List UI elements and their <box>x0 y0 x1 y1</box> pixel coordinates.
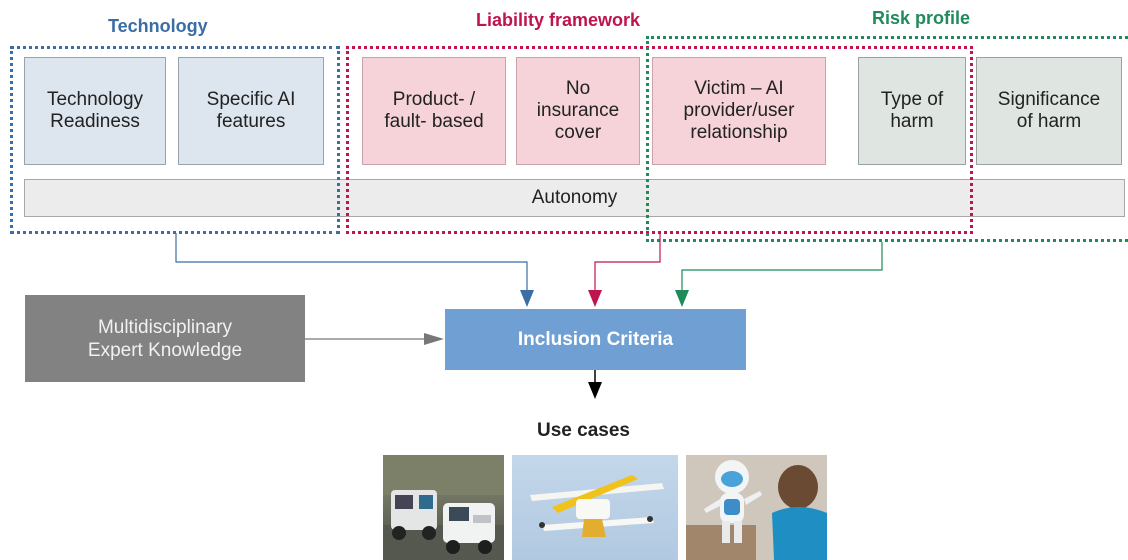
liability-framework-title: Liability framework <box>476 10 641 30</box>
humanoid-robot-image <box>686 455 827 560</box>
product-fault-based-box: Product- / fault- based <box>362 57 506 165</box>
type-of-harm-box: Type of harm <box>858 57 966 165</box>
street-sweeper-image <box>383 455 504 560</box>
technology-readiness-box: Technology Readiness <box>24 57 166 165</box>
risk-group-outline <box>646 36 1128 242</box>
liability-connector <box>594 233 661 296</box>
street-sweeper-vehicles-photo <box>383 455 504 560</box>
delivery-drone-photo <box>512 455 678 560</box>
technology-group-outline <box>10 46 340 234</box>
risk-arrowhead <box>675 290 689 307</box>
risk-profile-title: Risk profile <box>872 8 971 28</box>
autonomy-bar: Autonomy <box>24 179 1125 217</box>
technology-connector <box>175 233 528 296</box>
use-cases-title: Use cases <box>537 420 630 441</box>
liability-arrowhead <box>588 290 602 307</box>
victim-relationship-box: Victim – AI provider/user relationship <box>652 57 826 165</box>
expert-knowledge-box: Multidisciplinary Expert Knowledge <box>25 295 305 382</box>
inclusion-criteria-box: Inclusion Criteria <box>445 309 746 370</box>
delivery-drone-image <box>530 475 664 537</box>
criteria-arrowhead <box>588 382 602 399</box>
expert-arrowhead <box>424 333 444 345</box>
humanoid-robot-child-photo <box>686 455 827 560</box>
risk-connector <box>681 242 883 296</box>
specific-ai-features-box: Specific AI features <box>178 57 324 165</box>
no-insurance-cover-box: No insurance cover <box>516 57 640 165</box>
technology-arrowhead <box>520 290 534 307</box>
significance-of-harm-box: Significance of harm <box>976 57 1122 165</box>
technology-title: Technology <box>108 16 208 36</box>
liability-group-outline <box>346 46 973 234</box>
